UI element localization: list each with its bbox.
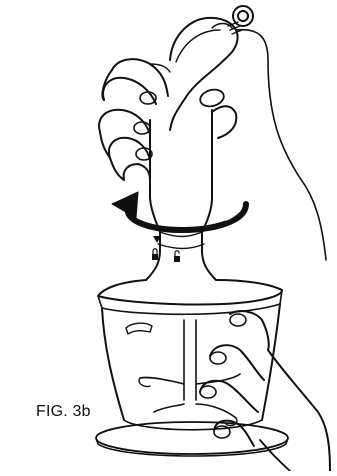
bowl-lid-top [98, 280, 282, 305]
shaft-collar [158, 244, 204, 249]
motor-handle [170, 18, 238, 130]
bowl-holding-hand [200, 311, 330, 471]
blade-shaft [184, 320, 196, 400]
blade-lower [154, 404, 236, 418]
rotation-arrow-icon [112, 192, 246, 230]
bowl-lid-rim [98, 290, 282, 314]
power-cord [236, 30, 326, 260]
unlock-icon [174, 251, 180, 262]
lock-icon [152, 249, 158, 260]
motor-shaft-right [202, 110, 216, 280]
handle-inner-edge [176, 30, 220, 62]
bowl-base [96, 422, 288, 454]
figure-caption: FIG. 3b [36, 403, 91, 421]
gripping-hand [99, 59, 236, 180]
bowl-left-wall [102, 308, 124, 420]
bowl-handle-tab [126, 323, 152, 334]
handle-button [212, 24, 232, 29]
